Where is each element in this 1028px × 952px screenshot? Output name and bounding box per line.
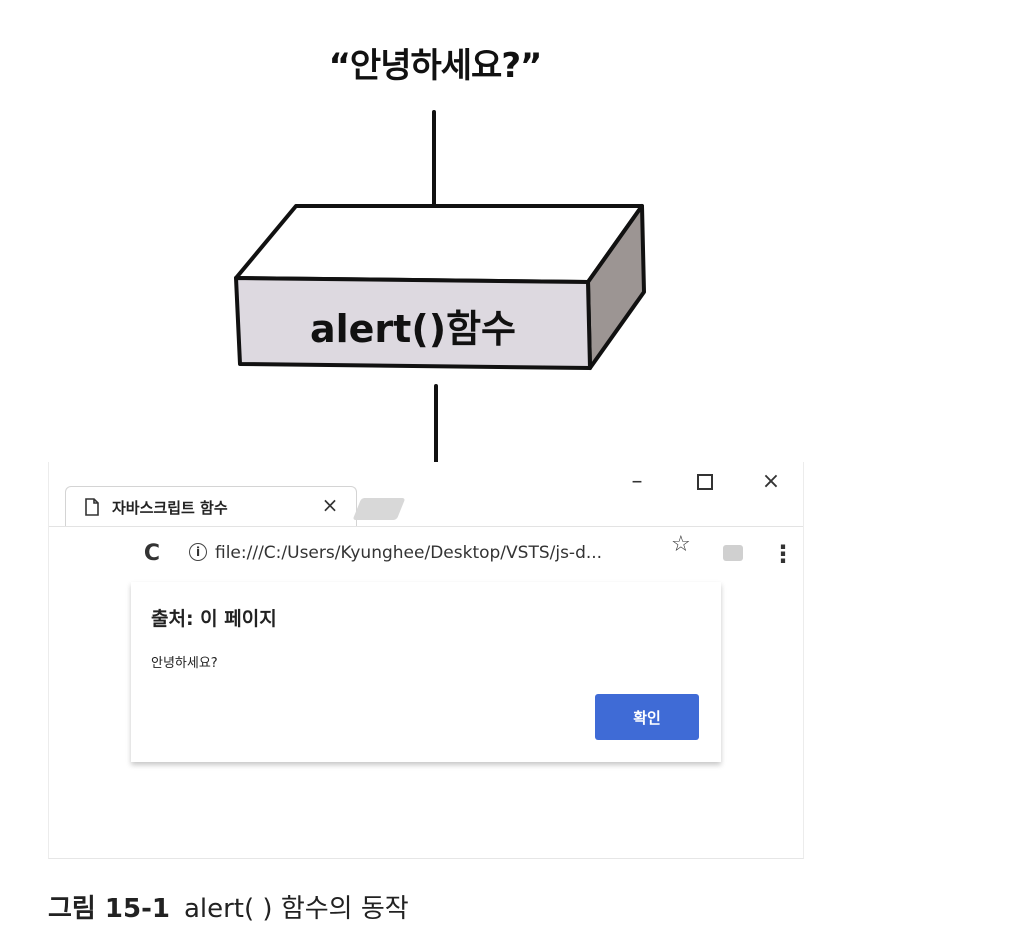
- maximize-button[interactable]: [685, 464, 725, 500]
- window-close-button[interactable]: ×: [761, 469, 781, 494]
- figure-number: 그림 15-1: [48, 894, 170, 924]
- function-box-label: alert()함수: [309, 307, 516, 351]
- browser-menu-icon[interactable]: ⋮: [771, 540, 795, 568]
- minimize-button[interactable]: –: [631, 469, 643, 494]
- box-top-face: [234, 204, 644, 284]
- bookmark-star-icon[interactable]: ☆: [671, 532, 691, 557]
- browser-toolbar: C i file:///C:/Users/Kyunghee/Desktop/VS…: [49, 526, 803, 583]
- box-front-face: [234, 276, 592, 370]
- input-string-label: “안녕하세요?”: [328, 46, 543, 86]
- dialog-source: 출처: 이 페이지: [151, 608, 277, 630]
- browser-window: 자바스크립트 함수 × – × C i file:///C:/Users/Kyu…: [48, 462, 804, 859]
- browser-tab[interactable]: 자바스크립트 함수 ×: [65, 486, 357, 527]
- address-url: file:///C:/Users/Kyunghee/Desktop/VSTS/j…: [215, 543, 603, 563]
- dialog-message: 안녕하세요?: [151, 656, 218, 671]
- address-bar[interactable]: i file:///C:/Users/Kyunghee/Desktop/VSTS…: [181, 535, 705, 571]
- ok-button[interactable]: 확인: [595, 694, 699, 740]
- info-icon[interactable]: i: [189, 543, 207, 561]
- tab-title: 자바스크립트 함수: [112, 499, 228, 517]
- reload-button[interactable]: C: [143, 541, 161, 566]
- figure-caption: 그림 15-1 alert( ) 함수의 동작: [48, 888, 409, 925]
- file-icon: [85, 498, 99, 516]
- new-tab-button[interactable]: [352, 498, 406, 520]
- maximize-icon: [697, 474, 713, 490]
- tab-strip: 자바스크립트 함수 × – ×: [49, 462, 803, 527]
- extension-icon[interactable]: [723, 545, 743, 561]
- alert-dialog: 출처: 이 페이지 안녕하세요? 확인: [131, 582, 721, 762]
- tab-close-icon[interactable]: ×: [321, 493, 339, 517]
- figure-title: alert( ) 함수의 동작: [183, 894, 409, 924]
